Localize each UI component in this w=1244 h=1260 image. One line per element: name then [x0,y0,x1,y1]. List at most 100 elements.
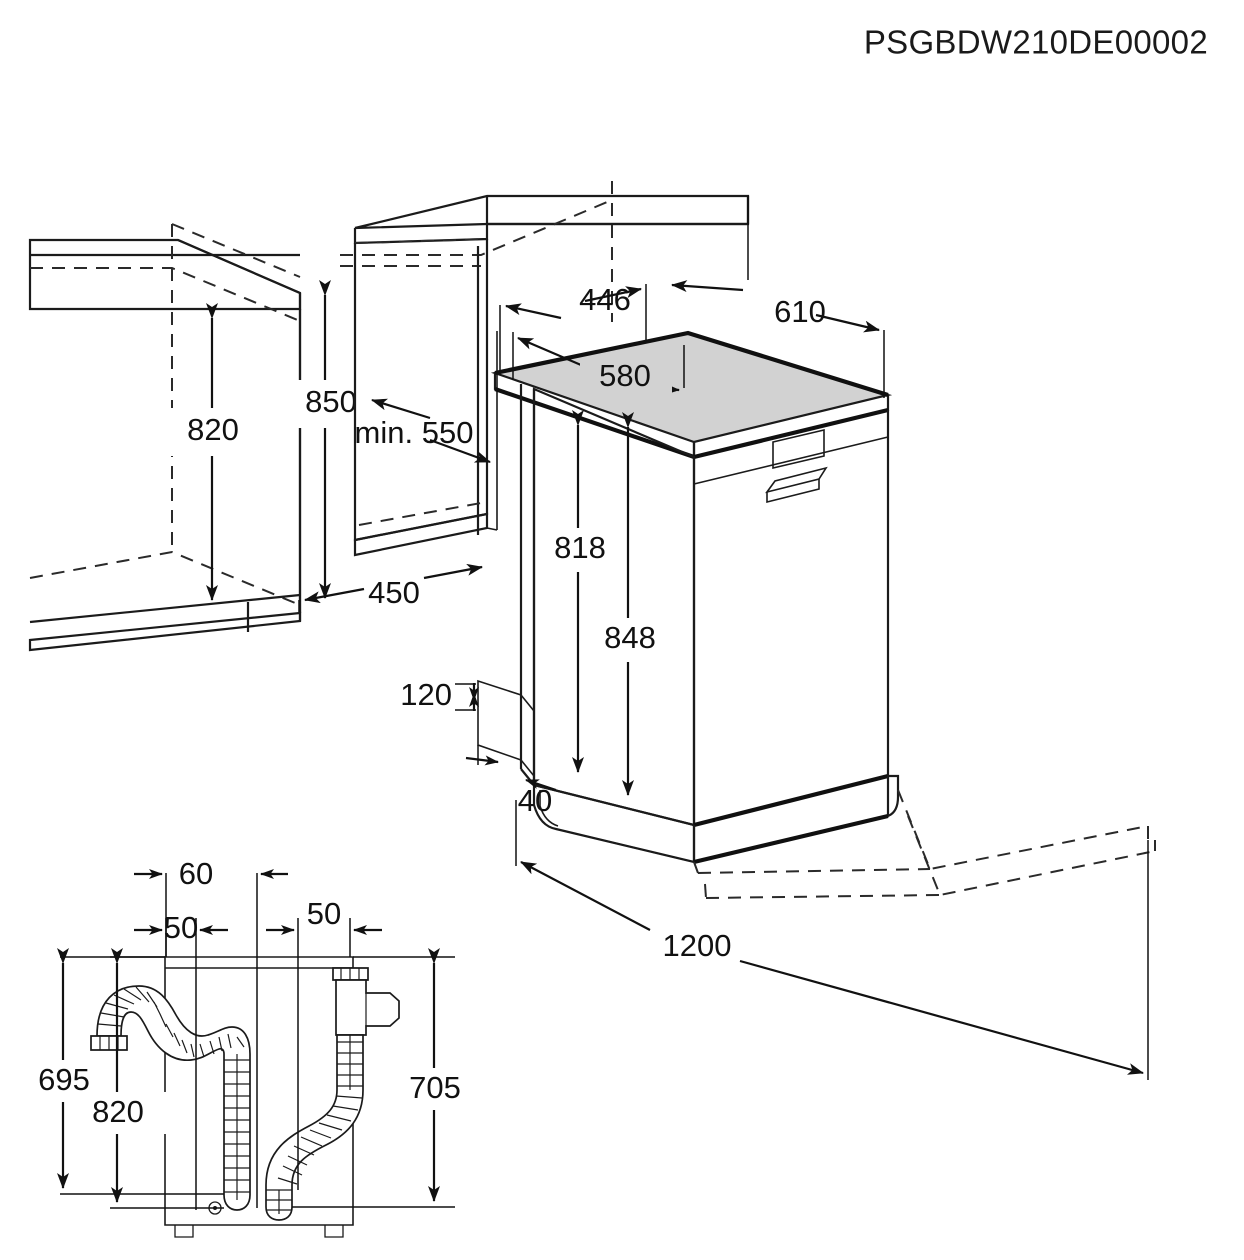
door-open-outline-inner [697,868,931,874]
dimension-drain-hose-offset: 60 [134,856,288,1208]
dim-label-60: 60 [179,856,213,891]
dim-line-610-right [815,313,880,333]
dim-line-1200-left [520,861,651,931]
door-handle [765,466,828,494]
door-handle-underside [766,479,820,504]
dimension-plinth-height: 120 [400,677,479,712]
dishwasher-assembly [477,330,1156,899]
dishwasher-plinth-curve-inner [539,790,559,827]
dishwasher-plinth-left [532,783,696,864]
dimension-niche-height: 820 820 [170,303,256,601]
dimension-appliance-depth-top: 446 [499,282,647,375]
inlet-hose-body [265,1034,364,1221]
dim-label-848: 848 [604,620,656,655]
left-niche-hidden-floor [29,550,301,606]
rear-body-outline [164,956,354,1226]
left-worktop-hidden-top [171,223,301,278]
door-open-connect-b [704,883,707,899]
dim-line-446-left [505,303,562,320]
rear-view-assembly [90,956,400,1238]
control-panel-lower-edge [693,436,889,485]
dimension-door-open-depth: 1200 [515,800,1149,1080]
dishwasher-plinth-base-line [555,828,695,863]
dimension-niche-width: 450 [298,563,483,612]
dimension-drain-hose-length-high: 820 [70,948,224,1209]
dim-label-450: 450 [368,575,420,610]
door-open-outline-top [897,789,1149,871]
levelling-foot-right [324,1225,344,1238]
dim-label-820-rear-mask [70,1092,166,1134]
dimension-cabinet-depth-min: min. 550 [355,398,491,464]
left-cabinet-plinth-top [29,593,301,624]
dimension-inlet-hose-offset: 50 [266,896,382,1190]
dim-label-850: 850 [305,384,357,419]
dishwasher-top-back-edges [494,330,889,398]
dim-label-610: 610 [774,294,826,329]
dim-label-820-text: 820 [187,412,239,447]
inlet-hose [265,967,400,1221]
dim-label-695: 695 [38,1062,90,1097]
dim-label-446: 446 [579,282,631,317]
dishwasher-left-flank [532,387,696,827]
dim-line-580-left [517,336,589,370]
dim-label-820-rear: 820 [92,1094,144,1129]
dimension-worktop-height: 850 [288,280,378,599]
dim-label-820-mask [170,408,256,456]
dim-label-705-mask [388,1068,484,1110]
middle-top-hidden-b [340,199,613,256]
aquastop-collar-ribs [340,968,360,980]
dim-line-610-left [671,280,744,293]
drain-hose [90,985,251,1211]
dim-label-580-mask [580,358,672,398]
dimension-inlet-hose-length: 705 [292,948,484,1208]
dim-label-50-left: 50 [164,910,198,945]
left-cabinet-plinth [28,611,302,652]
dishwasher-door-front [692,410,890,827]
dim-line-446-right [584,286,642,303]
display-panel [772,428,825,470]
dim-label-min-550: min. 550 [355,415,474,450]
middle-top-hidden-a [354,238,488,244]
dim-label-120: 120 [400,677,452,712]
middle-cabinet-plinth [353,512,489,557]
door-open-outline-inner2 [705,894,941,899]
dim-line-1200-right [739,959,1144,1075]
drawing-code-label: PSGBDW210DE00002 [864,24,1208,61]
middle-cabinet-panel-bottom [486,527,498,531]
dim-label-818: 818 [554,530,606,565]
dim-line-450-right [423,563,483,580]
dishwasher-plinth-bottom-edge [693,813,889,865]
dim-label-705: 705 [409,1070,461,1105]
levelling-foot-left [174,1225,194,1238]
plinth-recess-flap-edge-top [520,694,535,712]
plinth-recess-flap-edge-bottom [520,759,535,777]
dimension-overall-height: 848 [588,412,672,796]
left-cabinet-assembly [28,223,302,652]
dim-label-848-mask [588,618,672,662]
dishwasher-plinth-top-edge [693,773,889,828]
left-worktop-diagonal [177,238,301,295]
dim-label-580: 580 [599,358,651,393]
door-open-connect-a [693,861,699,874]
dim-label-850-mask [288,380,378,428]
dim-label-50-right: 50 [307,896,341,931]
drain-hose-corrugations [97,986,250,1200]
dimension-plinth-recess: 40 [465,745,557,818]
dimension-appliance-width: 580 [512,332,685,398]
drain-hose-body [96,985,251,1211]
dim-line-min550-right [429,438,491,464]
dimension-drain-hose-inner-offset: 50 [134,910,228,1210]
dim-line-min550-left [371,398,431,420]
plinth-recess-flap [477,679,522,762]
dim-label-40: 40 [518,783,552,818]
inlet-hose-corrugations [266,1035,363,1214]
middle-cabinet-floor-hidden [358,502,482,526]
dishwasher-plinth-front [693,774,900,864]
door-open-outline-bottom [907,815,1156,897]
dim-label-1200: 1200 [663,928,732,963]
dimension-body-height: 818 [538,410,622,773]
dim-line-40-b [525,778,557,792]
aquastop-valve-body [335,979,400,1036]
